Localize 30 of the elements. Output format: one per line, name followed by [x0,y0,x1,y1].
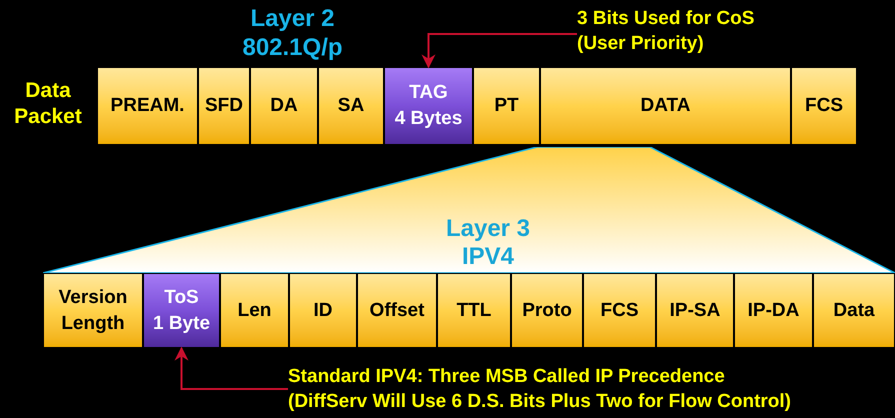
arrow [422,33,577,68]
highlighted-field-cell: TAG 4 Bytes [384,67,473,145]
field-cell: IP-DA [734,273,813,348]
field-cell: ID [289,273,357,348]
field-cell: FCS [583,273,656,348]
field-cell: Version Length [43,273,143,348]
field-cell: DATA [540,67,791,145]
field-cell: SA [318,67,384,145]
field-cell: PT [473,67,540,145]
layer-title: IPV4 [462,243,514,271]
field-cell: Offset [357,273,437,348]
annotation: (User Priority) [577,32,705,56]
heading-label: 802.1Q/p [241,33,344,62]
heading-label: Data Packet [13,78,83,130]
annotation: 3 Bits Used for CoS [577,7,756,31]
field-cell: DA [250,67,318,145]
annotation: Standard IPV4: Three MSB Called IP Precedence [288,365,726,389]
field-cell: Len [220,273,289,348]
arrow [174,346,288,390]
field-cell: SFD [198,67,250,145]
field-cell: Data [813,273,895,348]
field-cell: IP-SA [656,273,734,348]
heading-label: Layer 2 [249,4,336,33]
field-cell: Proto [511,273,583,348]
layer-title: Layer 3 [446,215,530,243]
highlighted-field-cell: ToS 1 Byte [143,273,220,348]
field-cell: FCS [791,67,857,145]
field-cell: TTL [437,273,511,348]
annotation: (DiffServ Will Use 6 D.S. Bits Plus Two for Flow Control) [288,390,792,414]
field-cell: PREAM. [97,67,198,145]
